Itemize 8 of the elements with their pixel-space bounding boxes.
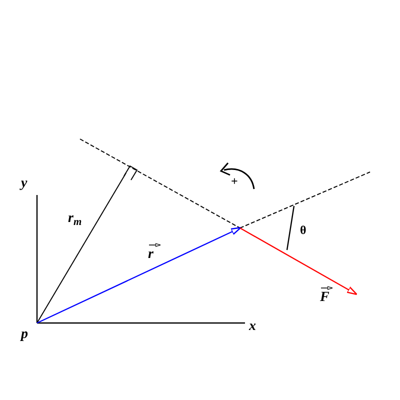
axis-label: x [249, 320, 256, 334]
axis-label: r [148, 248, 154, 262]
axis-label: r$_{m}$ [68, 212, 82, 226]
axis-label: y [21, 177, 28, 191]
axis-label: + [231, 175, 238, 187]
axis-label: p [21, 328, 28, 342]
axis-label: θ [300, 224, 306, 236]
axis-label: F [320, 291, 330, 305]
